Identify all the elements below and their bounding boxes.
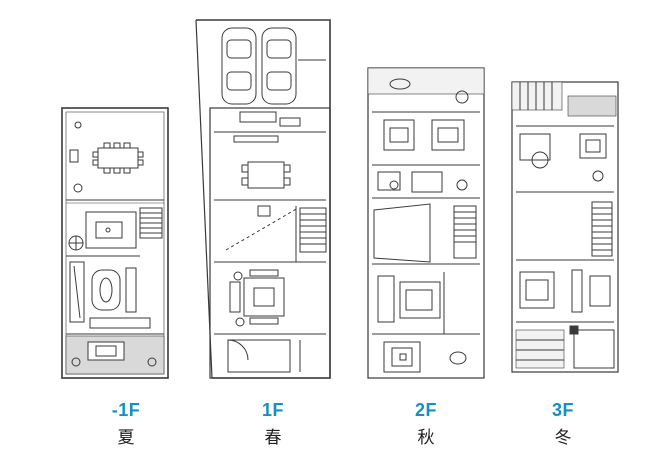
floor-label-third-floor: 3F	[551, 400, 574, 420]
floor-label-first-floor: 1F	[261, 400, 284, 420]
floor-label-basement: -1F	[111, 400, 141, 420]
season-label-third-floor: 冬	[554, 428, 572, 448]
floor-label-second-floor: 2F	[414, 400, 437, 420]
season-label-first-floor: 春	[264, 428, 282, 448]
plan-first-floor	[195, 19, 331, 379]
season-label-second-floor: 秋	[417, 428, 435, 448]
plan-third-floor	[511, 81, 619, 373]
plan-second-floor	[367, 67, 485, 379]
plan-basement	[61, 107, 169, 379]
season-label-basement: 夏	[117, 428, 135, 448]
